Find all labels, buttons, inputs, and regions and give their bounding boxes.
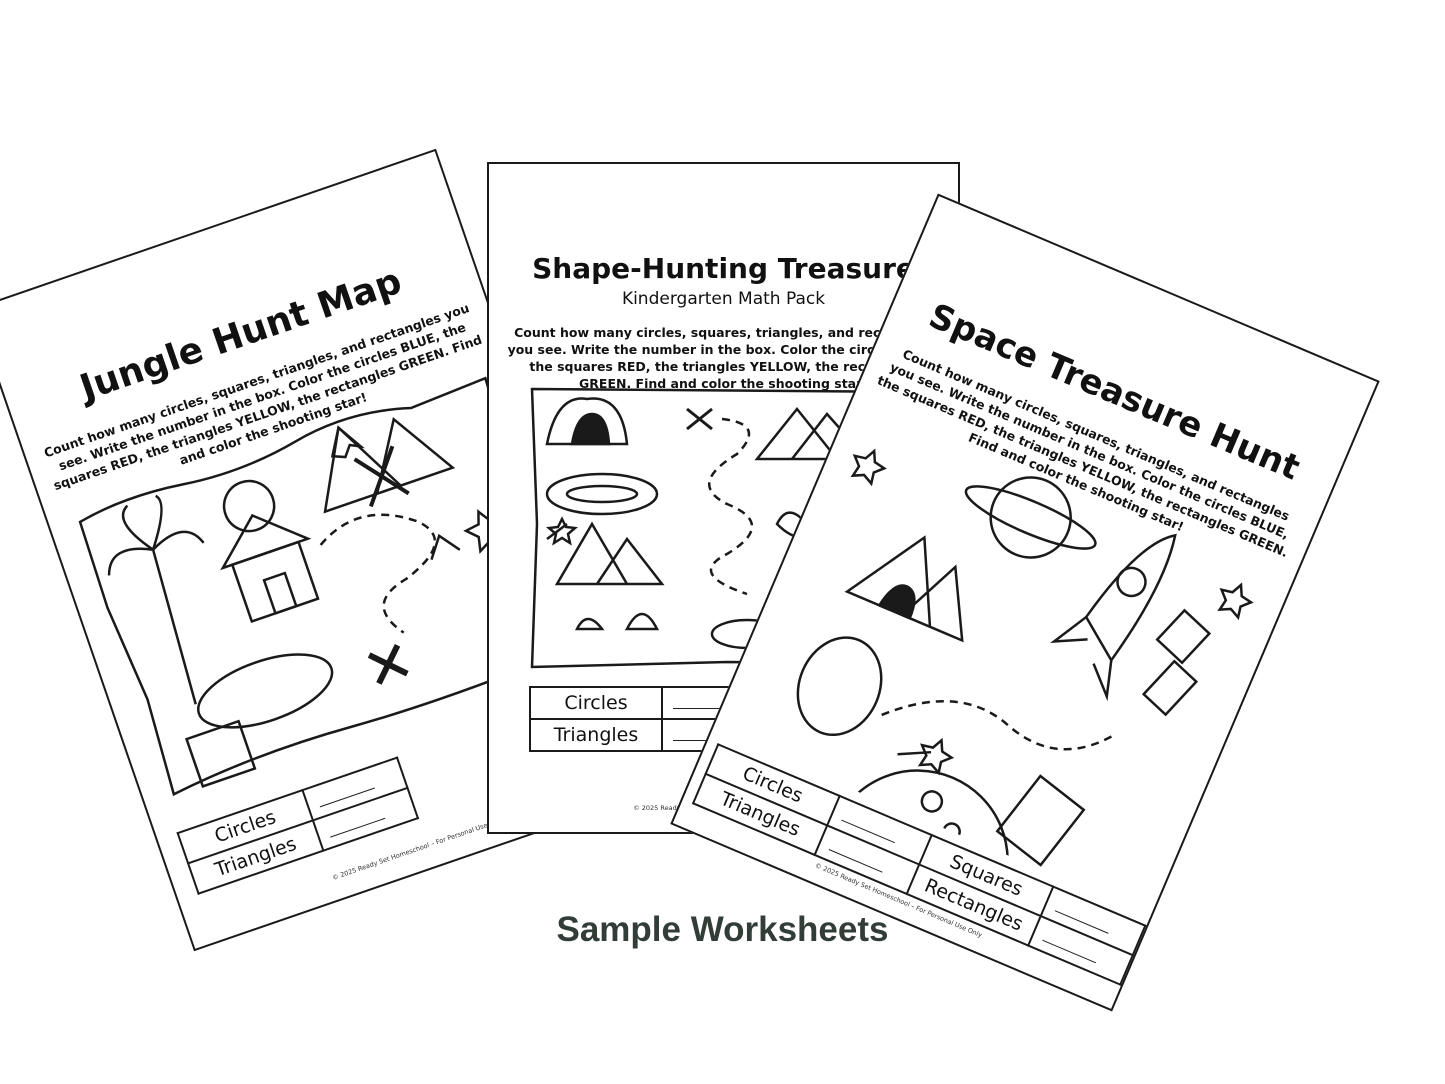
sample-worksheets-caption: Sample Worksheets	[556, 910, 889, 949]
worksheet-space-treasure-hunt: Space Treasure Hunt Count how many circl…	[670, 193, 1380, 1012]
worksheet-title: Shape-Hunting Treasure	[532, 252, 915, 285]
worksheet-jungle-hunt-map: Jungle Hunt Map Count how many circles, …	[0, 148, 658, 952]
tally-label-triangles: Triangles	[529, 718, 663, 752]
tally-label-circles: Circles	[529, 686, 663, 720]
worksheet-instructions: Count how many circles, squares, triangl…	[507, 325, 940, 391]
worksheet-subtitle: Kindergarten Math Pack	[621, 289, 826, 309]
jungle-map-illustration	[78, 376, 578, 797]
